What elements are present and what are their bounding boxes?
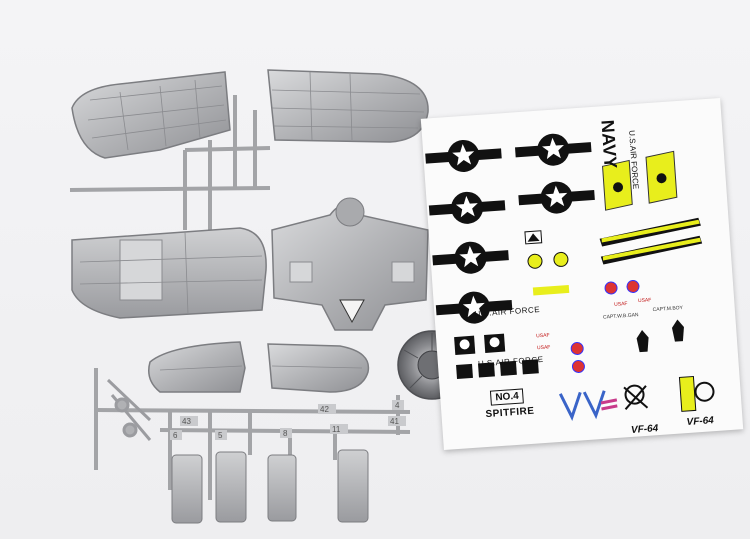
fuselage-half-left xyxy=(71,227,267,319)
small-usaf-4: USAF xyxy=(537,344,551,351)
tag-41: 41 xyxy=(390,417,399,426)
panel-cutout-left xyxy=(289,261,313,283)
gear-door-3 xyxy=(267,454,297,522)
panel-cutout-right xyxy=(391,261,415,283)
vf64-left: VF-64 xyxy=(630,423,659,436)
decal-graphics: USAF USAF USAF USAF CAPT.W.B.GAN CAPT.M.… xyxy=(425,133,715,421)
tag-11: 11 xyxy=(332,425,341,434)
fuselage-panel-lines xyxy=(79,231,263,315)
cockpit-opening xyxy=(119,239,163,301)
capt-label-1: CAPT.W.B.GAN xyxy=(603,312,639,320)
navy-label: NAVY xyxy=(597,119,621,170)
small-usaf-1: USAF xyxy=(614,301,628,308)
left-wing-part xyxy=(71,71,231,159)
tail-triangle xyxy=(339,299,365,324)
tag-5: 5 xyxy=(218,431,223,440)
gear-door-2 xyxy=(215,451,247,523)
gear-door-1 xyxy=(171,454,203,524)
small-usaf-2: USAF xyxy=(638,297,652,304)
right-wing-part xyxy=(267,69,429,143)
tailplane-left xyxy=(148,341,246,393)
yellow-tail-decals xyxy=(599,150,703,265)
tag-8: 8 xyxy=(283,429,288,438)
tag-4: 4 xyxy=(395,401,400,410)
small-print-labels: USAF USAF USAF USAF xyxy=(536,297,652,351)
right-wing-panel-lines xyxy=(271,71,425,141)
sprue-number-tags: 42 43 11 41 6 5 8 4 xyxy=(170,400,406,440)
no4-tag: NO.4 xyxy=(489,388,525,406)
vf64-right: VF-64 xyxy=(686,415,715,429)
gear-door-4 xyxy=(337,449,369,523)
upper-sprue xyxy=(69,95,271,230)
tailplane-lines xyxy=(159,365,363,371)
decal-sheet: USAF USAF USAF USAF CAPT.W.B.GAN CAPT.M.… xyxy=(420,97,744,451)
tag-43: 43 xyxy=(182,417,191,426)
chevron-decals xyxy=(558,390,618,421)
capt-labels: CAPT.W.B.GAN CAPT.M.BOY xyxy=(603,305,684,321)
tag-6: 6 xyxy=(173,431,178,440)
small-badge-decals xyxy=(524,230,640,373)
skull-decals xyxy=(454,319,715,412)
landing-gear-struts xyxy=(106,378,152,441)
lower-sprue xyxy=(94,368,411,500)
star-insignia-decals xyxy=(425,133,595,324)
tailplane-right xyxy=(267,343,370,393)
capt-label-2: CAPT.M.BOY xyxy=(652,305,683,313)
left-wing-panel-lines xyxy=(87,79,227,151)
small-usaf-3: USAF xyxy=(536,332,550,339)
tag-42: 42 xyxy=(320,405,329,414)
cowl-ring xyxy=(335,197,365,227)
